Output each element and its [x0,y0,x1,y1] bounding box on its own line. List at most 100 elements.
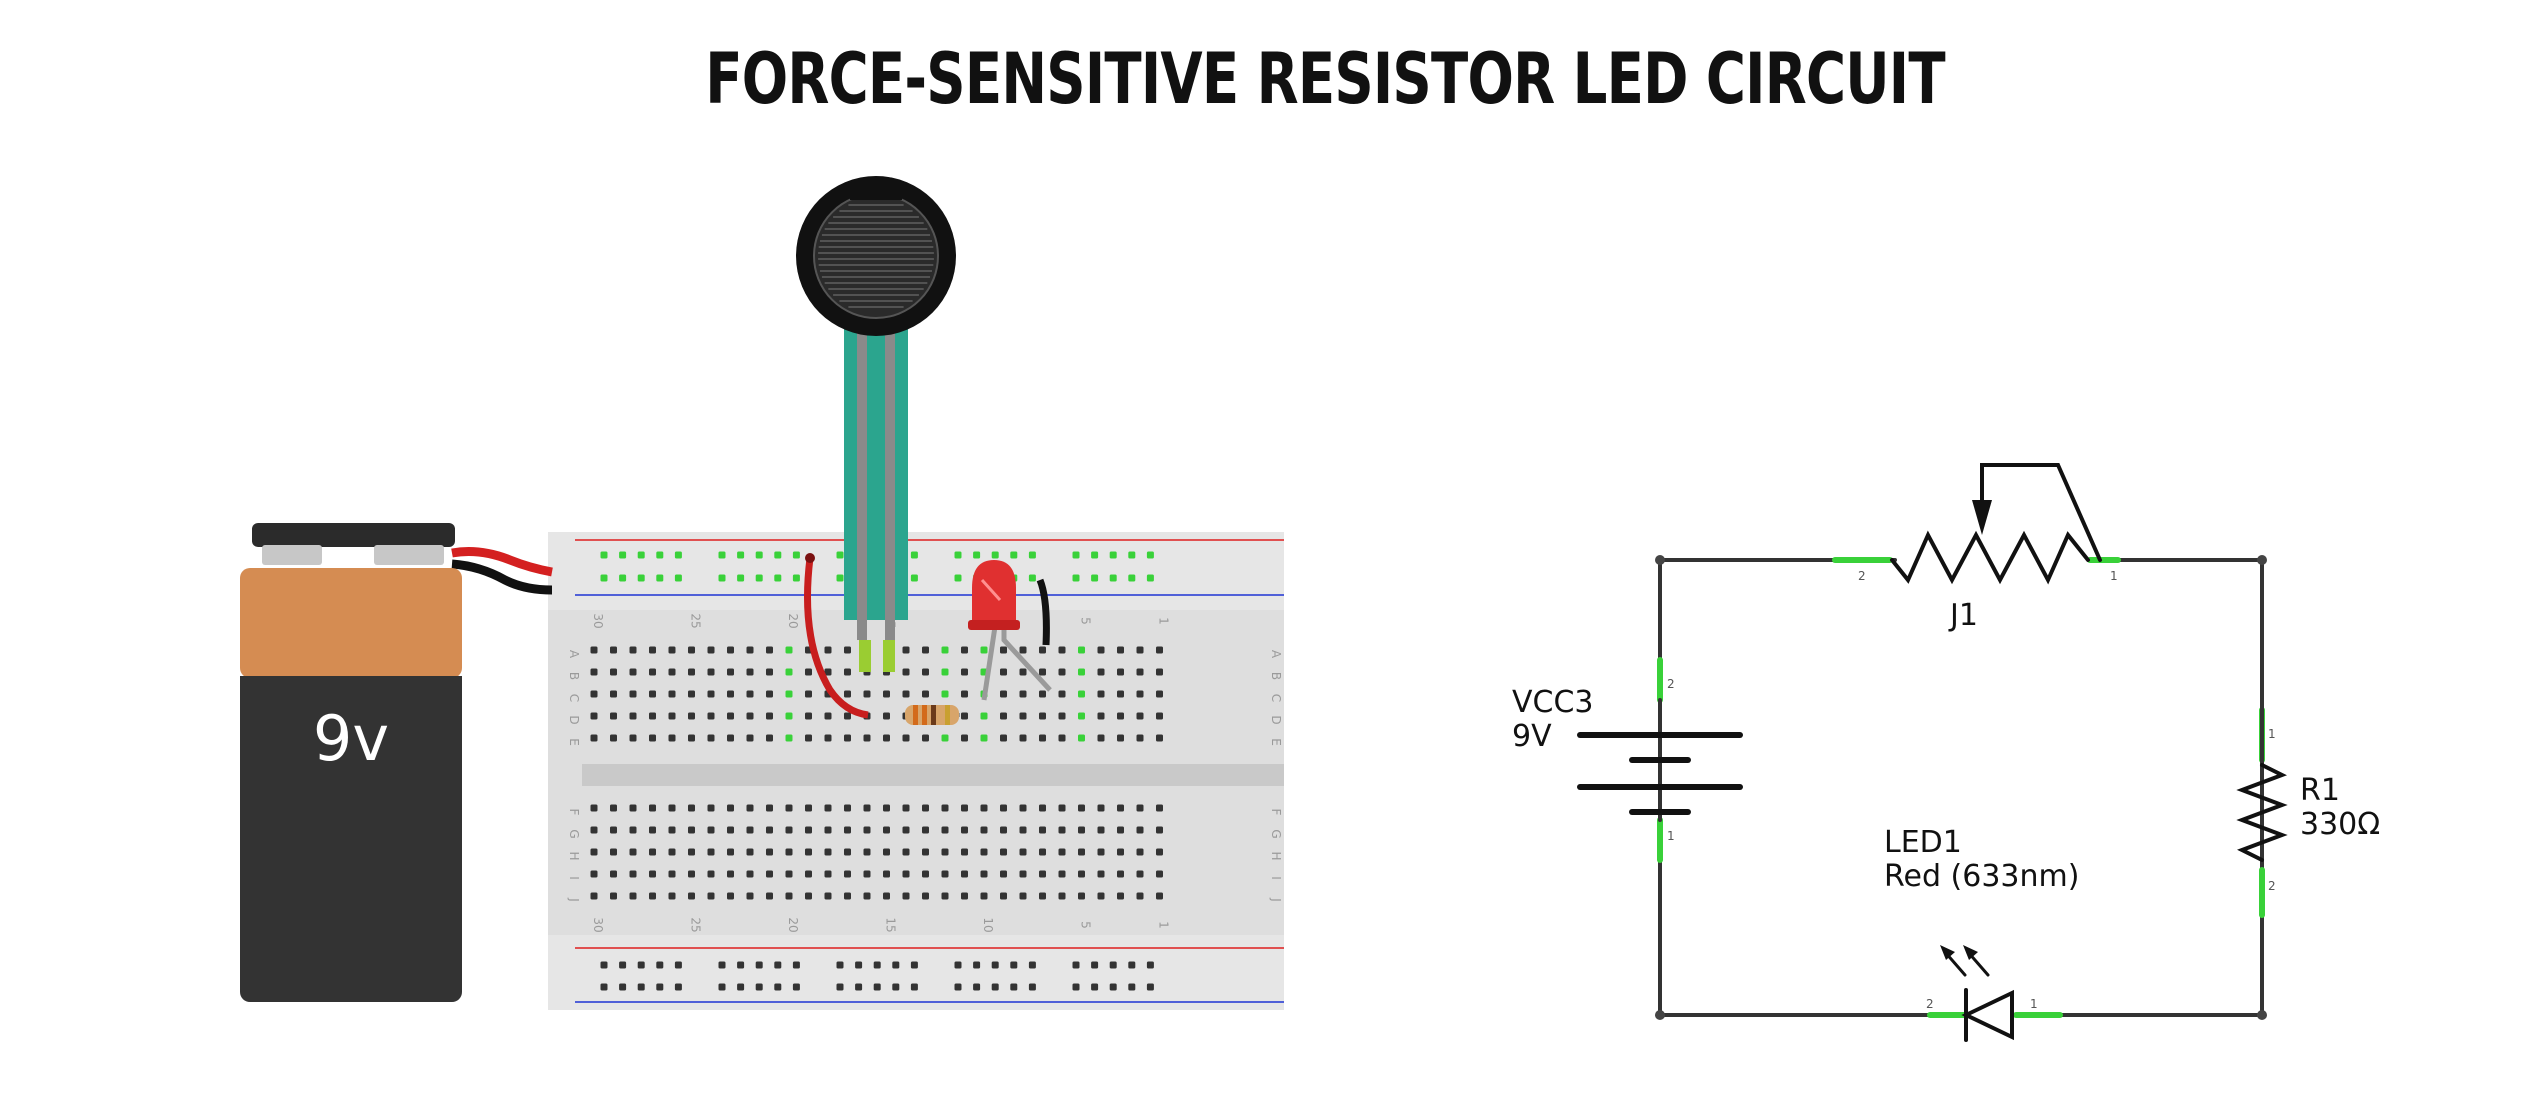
breadboard-hole [1000,712,1007,720]
breadboard-hole [902,646,910,654]
breadboard-hole [1000,892,1007,900]
breadboard-hole [954,961,962,969]
breadboard-hole [980,826,988,834]
breadboard-hole [863,892,871,900]
breadboard-label: 25 [689,917,703,932]
breadboard-label: B [1269,672,1283,680]
breadboard-hole [600,983,608,991]
breadboard-hole [637,574,645,582]
breadboard-hole [961,690,968,698]
breadboard-hole [746,892,754,900]
breadboard-label: 1 [1157,617,1171,625]
breadboard-hole [727,712,734,720]
pot-label: J1 [1948,598,1978,633]
breadboard-hole [785,848,793,856]
breadboard-hole [941,804,949,812]
breadboard-hole [668,870,676,878]
breadboard-hole [922,826,929,834]
breadboard-hole [1156,870,1163,878]
breadboard-hole [1156,826,1163,834]
pin-numbers: 2 1 2 1 1 2 2 1 [1667,569,2276,1011]
breadboard-hole [707,826,715,834]
breadboard-hole [1136,892,1144,900]
breadboard-hole [892,983,900,991]
breadboard-hole [1019,848,1027,856]
fsr-pin [859,640,871,672]
breadboard-hole [1072,961,1080,969]
breadboard-hole [1000,734,1007,742]
breadboard-hole [727,892,734,900]
breadboard-hole [1058,804,1066,812]
breadboard-label: E [1269,738,1283,746]
battery-black-wire [451,559,553,595]
breadboard-hole [737,551,745,559]
breadboard-hole [805,734,812,742]
breadboard-hole [1128,574,1136,582]
breadboard: 303025252020151510105511AABBCCDDEEFFGGHH… [548,532,1284,1010]
breadboard-hole [1156,848,1163,856]
breadboard-hole [1117,690,1124,698]
breadboard-hole [1078,848,1085,856]
breadboard-hole [674,551,682,559]
breadboard-hole [1109,574,1117,582]
breadboard-hole [610,892,617,900]
breadboard-hole [1136,712,1144,720]
breadboard-hole [766,870,773,878]
breadboard-hole [1097,712,1105,720]
breadboard-hole [941,826,949,834]
breadboard-hole [902,870,910,878]
breadboard-hole [844,646,851,654]
breadboard-hole [610,668,617,676]
breadboard-hole [1010,551,1018,559]
breadboard-hole [785,734,793,742]
breadboard-hole [844,892,851,900]
breadboard-hole [649,646,656,654]
breadboard-hole [590,892,598,900]
battery-symbol [1577,698,1743,822]
breadboard-hole [1000,826,1007,834]
breadboard-hole [844,804,851,812]
breadboard-hole [1097,690,1105,698]
breadboard-hole [1019,826,1027,834]
breadboard-label: A [1269,650,1283,659]
breadboard-label: C [1269,694,1283,702]
breadboard-label: I [567,876,581,880]
breadboard-label: 25 [689,613,703,628]
breadboard-hole [668,734,676,742]
breadboard-hole [600,551,608,559]
resistor-symbol [2236,698,2288,862]
breadboard-hole [824,870,832,878]
breadboard-hole [1058,712,1066,720]
breadboard-hole [941,690,949,698]
breadboard-hole [707,848,715,856]
breadboard-hole [610,646,617,654]
breadboard-hole [688,646,695,654]
breadboard-hole [805,668,812,676]
force-sensitive-resistor [796,176,956,672]
breadboard-hole [1039,734,1046,742]
breadboard-hole [892,961,900,969]
breadboard-hole [766,690,773,698]
breadboard-hole [863,848,871,856]
breadboard-hole [922,804,929,812]
breadboard-hole [973,551,981,559]
breadboard-hole [824,734,832,742]
breadboard-hole [954,574,962,582]
breadboard-hole [805,712,812,720]
breadboard-hole [1072,551,1080,559]
breadboard-hole [727,870,734,878]
breadboard-hole [746,848,754,856]
breadboard-label: F [1269,809,1283,816]
breadboard-hole [855,983,863,991]
breadboard-hole [824,892,832,900]
breadboard-hole [1000,804,1007,812]
breadboard-hole [863,734,871,742]
breadboard-hole [727,668,734,676]
breadboard-hole [649,870,656,878]
breadboard-hole [590,870,598,878]
breadboard-hole [1019,712,1027,720]
breadboard-hole [1117,848,1124,856]
breadboard-hole [1028,961,1036,969]
breadboard-hole [1136,848,1144,856]
